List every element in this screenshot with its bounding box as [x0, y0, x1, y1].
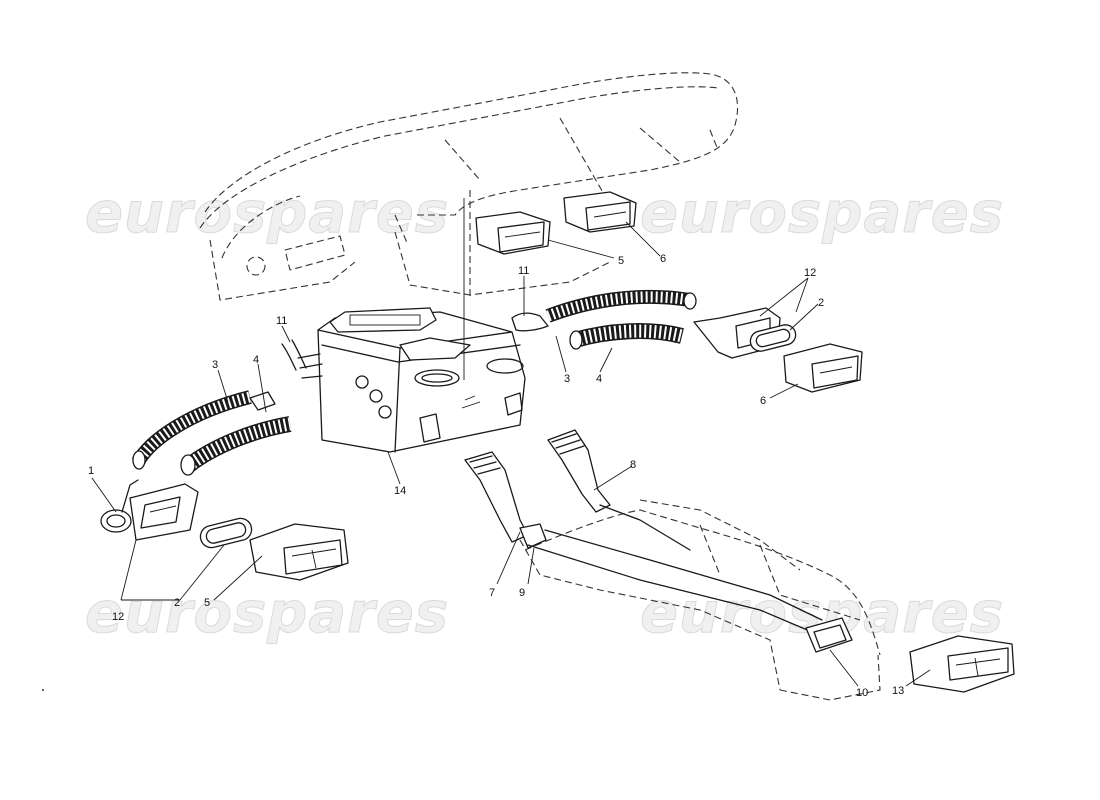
vent-rear-10: [805, 617, 853, 653]
callout-13: 13: [892, 685, 904, 697]
hose-left-4: [180, 416, 292, 476]
hose-right-4: [569, 323, 684, 350]
watermark-top-right: eurospares: [640, 181, 1004, 246]
callout-4-right: 4: [596, 373, 602, 385]
callout-3-left: 3: [212, 359, 218, 371]
callout-3-right: 3: [564, 373, 570, 385]
callout-6-right: 6: [760, 395, 766, 407]
callout-14: 14: [394, 485, 406, 497]
hose-connector-left: [249, 391, 276, 411]
callout-8: 8: [630, 459, 636, 471]
vent-rear-13: [909, 635, 1015, 693]
callout-10: 10: [856, 687, 868, 699]
callout-5-left: 5: [204, 597, 210, 609]
vent-dash-5: [475, 211, 551, 255]
dashboard-outline: [199, 72, 739, 301]
center-console-outline: [519, 499, 881, 701]
callout-2-right: 2: [818, 297, 824, 309]
vent-left-frame-12: [129, 483, 199, 541]
callout-6-top: 6: [660, 253, 666, 265]
vent-right-outlet-6: [783, 343, 863, 393]
tube-11-right: [511, 312, 549, 332]
vent-left-outlet-5: [249, 523, 349, 581]
tube-11-left: [281, 339, 307, 371]
callout-11-left: 11: [276, 315, 287, 327]
callout-labels: 1 2 2 3 3 4 4 5 5 6 6 7 8 9 10 11 11 12 …: [88, 253, 904, 699]
console-channel: [527, 504, 823, 633]
hose-left-3: [131, 390, 252, 470]
duct-8: [547, 429, 611, 513]
leader-lines: [91, 198, 931, 687]
callout-4-left: 4: [253, 354, 259, 366]
callout-11-right: 11: [518, 265, 529, 277]
gasket-left-2: [199, 517, 253, 549]
watermark-top-left: eurospares: [85, 181, 449, 246]
heater-unit: [297, 307, 526, 453]
gasket-right-2: [749, 324, 797, 352]
callout-9: 9: [519, 587, 525, 599]
callout-2-left: 2: [174, 597, 180, 609]
duct-7: [464, 451, 529, 543]
callout-12-left: 12: [112, 611, 124, 623]
stray-dot: [42, 689, 44, 691]
duct-junction-9: [519, 523, 547, 549]
vent-dash-6: [563, 191, 637, 233]
callout-5-top: 5: [618, 255, 624, 267]
hose-right-3: [545, 289, 697, 323]
watermark-bottom-left: eurospares: [85, 581, 449, 646]
callout-12-right: 12: [804, 267, 816, 279]
callout-1: 1: [88, 465, 94, 477]
vent-left-outer-1: [100, 479, 139, 533]
callout-7: 7: [489, 587, 495, 599]
